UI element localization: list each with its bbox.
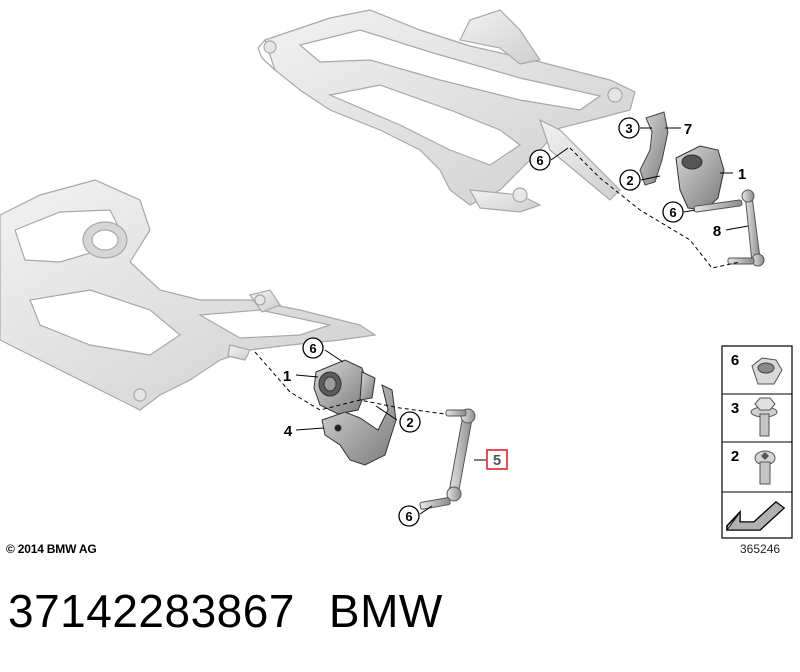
callout-6-bottom-top: 6 xyxy=(302,337,324,359)
svg-text:3: 3 xyxy=(625,121,632,136)
callout-2-bottom: 2 xyxy=(399,411,421,433)
svg-text:8: 8 xyxy=(713,223,721,240)
callout-7-top: 7 xyxy=(684,121,692,138)
svg-text:1: 1 xyxy=(283,368,291,385)
svg-text:2: 2 xyxy=(626,173,633,188)
ride-height-sensor-part-1-front xyxy=(313,359,376,415)
callout-2-top: 2 xyxy=(619,169,641,191)
part-number-line: 37142283867 BMW xyxy=(8,584,443,638)
highlight-box xyxy=(486,449,508,470)
svg-text:6: 6 xyxy=(731,352,739,369)
leader-lines-top xyxy=(550,127,749,269)
legend-item-torx-screw: 2 xyxy=(731,448,776,485)
copyright-text: © 2014 BMW AG xyxy=(6,542,97,556)
callout-1-bottom: 1 xyxy=(283,368,291,385)
legend-item-nut: 6 xyxy=(731,352,783,385)
svg-text:6: 6 xyxy=(536,153,543,168)
hex-flange-bolt-icon xyxy=(750,397,778,437)
diagram-number: 365246 xyxy=(740,542,781,556)
callout-6-top-right: 6 xyxy=(662,201,684,223)
bracket-part-4 xyxy=(321,384,397,466)
legend-item-flange-bolt: 3 xyxy=(731,397,778,437)
svg-text:3: 3 xyxy=(731,400,739,417)
svg-text:1: 1 xyxy=(738,166,746,183)
callout-1-top: 1 xyxy=(738,166,746,183)
hex-nut-icon xyxy=(751,357,783,385)
hardware-legend: 6 3 2 xyxy=(721,345,793,539)
torx-screw-icon xyxy=(754,450,776,485)
svg-text:7: 7 xyxy=(684,121,692,138)
svg-text:2: 2 xyxy=(406,415,413,430)
bracket-part-7 xyxy=(639,111,669,186)
svg-text:6: 6 xyxy=(405,509,412,524)
link-rod-part-5 xyxy=(419,408,476,510)
svg-text:6: 6 xyxy=(669,205,676,220)
parts-diagram: 6 3 7 2 1 6 8 6 1 2 4 5 6 xyxy=(0,9,793,539)
link-rod-part-8 xyxy=(693,189,765,267)
svg-text:5: 5 xyxy=(493,452,501,469)
part-number: 37142283867 xyxy=(8,585,295,637)
callout-8-top: 8 xyxy=(713,223,721,240)
callout-6-bottom-low: 6 xyxy=(398,505,420,527)
callout-4-bottom: 4 xyxy=(284,423,293,440)
front-subframe-illustration xyxy=(0,179,377,411)
callout-3-top: 3 xyxy=(618,117,640,139)
ride-height-sensor-part-1 xyxy=(675,145,725,211)
svg-text:4: 4 xyxy=(284,423,293,440)
leader-lines-bottom xyxy=(254,349,486,515)
brand-name: BMW xyxy=(328,585,443,637)
rear-subframe-illustration xyxy=(257,9,636,213)
callout-5-bottom-highlighted: 5 xyxy=(486,449,508,470)
svg-text:6: 6 xyxy=(309,341,316,356)
direction-arrow-icon xyxy=(726,500,786,531)
callout-6-top-left: 6 xyxy=(529,149,551,171)
svg-text:2: 2 xyxy=(731,448,739,465)
